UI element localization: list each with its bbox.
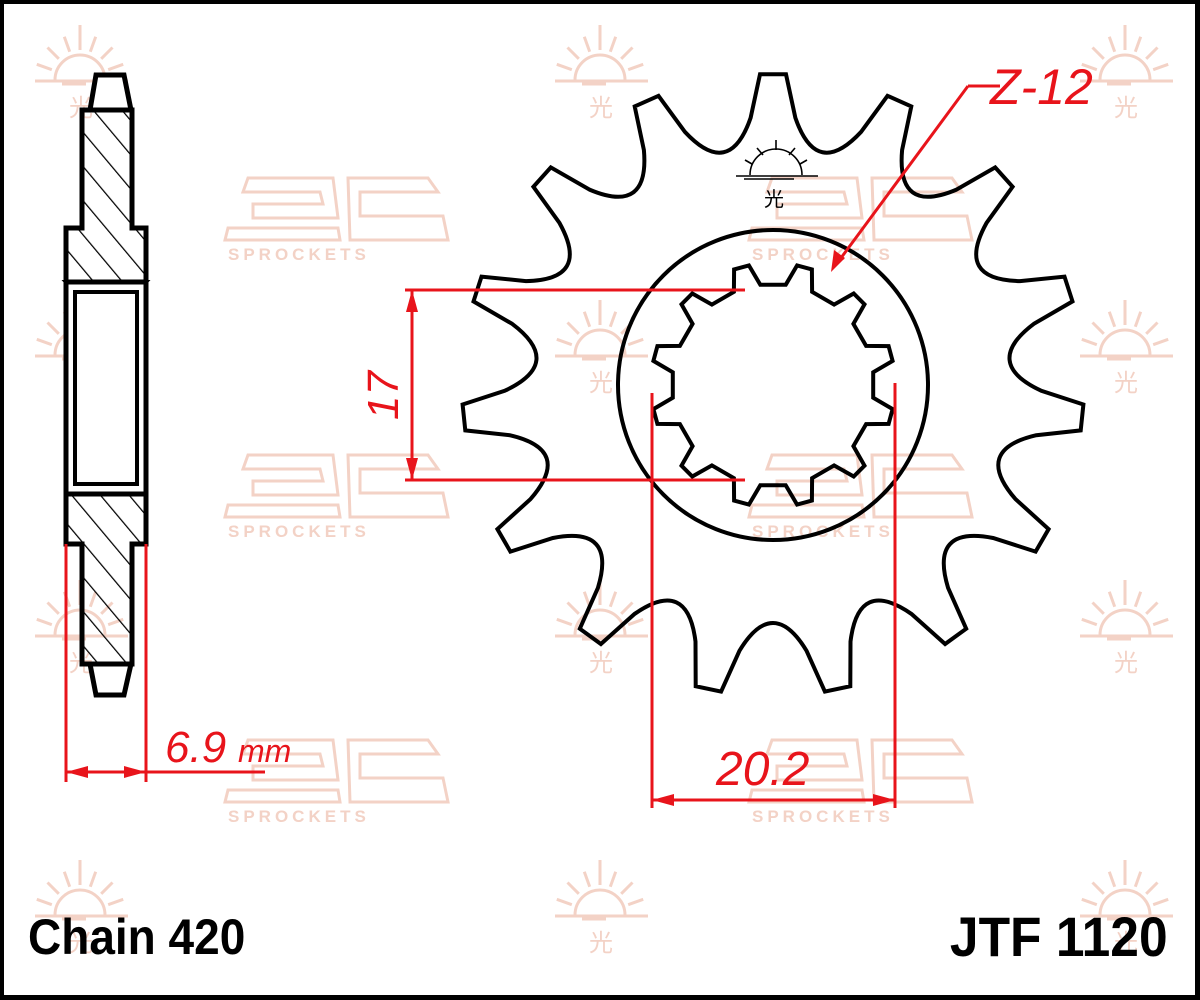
spline-width-dimension [650, 383, 897, 808]
sprocket-front-view: 光 [460, 72, 1086, 694]
svg-text:光: 光 [764, 187, 784, 211]
center-logo-icon: 光 [736, 140, 818, 211]
svg-text:光: 光 [1114, 369, 1138, 397]
watermark-sun-icon: 光 [555, 25, 648, 122]
outer-teeth-outline [460, 72, 1086, 694]
spline-count-leader [831, 84, 1000, 272]
svg-text:光: 光 [1114, 929, 1138, 957]
watermark-sun-icon: 光 [1080, 860, 1173, 957]
svg-text:光: 光 [1114, 649, 1138, 677]
svg-text:光: 光 [589, 929, 613, 957]
watermark-sun-icon: 光 [555, 300, 648, 397]
svg-text:光: 光 [69, 929, 93, 957]
side-profile [61, 72, 151, 698]
thickness-value: 6.9 [165, 723, 226, 772]
svg-text:SPROCKETS: SPROCKETS [752, 245, 894, 264]
spline-diameter-value: 17 [359, 370, 408, 420]
watermark-sun-icon: 光 [35, 860, 128, 957]
watermark-jt-logo: SPROCKETS [223, 453, 450, 541]
watermark-jt-logo: SPROCKETS [223, 176, 450, 264]
svg-text:SPROCKETS: SPROCKETS [752, 807, 894, 826]
thickness-unit: mm [238, 733, 291, 769]
svg-text:SPROCKETS: SPROCKETS [228, 807, 370, 826]
watermark-jt-logo: SPROCKETS [747, 176, 974, 264]
spline-outline [651, 263, 895, 507]
watermark-jt-logo: SPROCKETS [747, 738, 974, 826]
spline-width-value: 20.2 [715, 743, 809, 796]
watermark-jt-logo: SPROCKETS [223, 738, 450, 826]
svg-text:SPROCKETS: SPROCKETS [228, 522, 370, 541]
svg-text:光: 光 [589, 369, 613, 397]
spline-count-label: Z-12 [989, 59, 1093, 115]
watermark-sun-icon: 光 [1080, 25, 1173, 122]
spline-diameter-dimension [405, 288, 745, 482]
thickness-dimension [64, 544, 265, 782]
svg-text:光: 光 [589, 649, 613, 677]
svg-text:SPROCKETS: SPROCKETS [228, 245, 370, 264]
watermark-sun-icon: 光 [1080, 580, 1173, 677]
svg-text:光: 光 [589, 94, 613, 122]
svg-text:光: 光 [1114, 94, 1138, 122]
hub-circle [616, 228, 930, 542]
watermark-sun-icon: 光 [1080, 300, 1173, 397]
watermark-sun-icon: 光 [555, 860, 648, 957]
chain-size-label: Chain 420 [28, 909, 246, 965]
part-number-label: JTF 1120 [950, 905, 1168, 968]
